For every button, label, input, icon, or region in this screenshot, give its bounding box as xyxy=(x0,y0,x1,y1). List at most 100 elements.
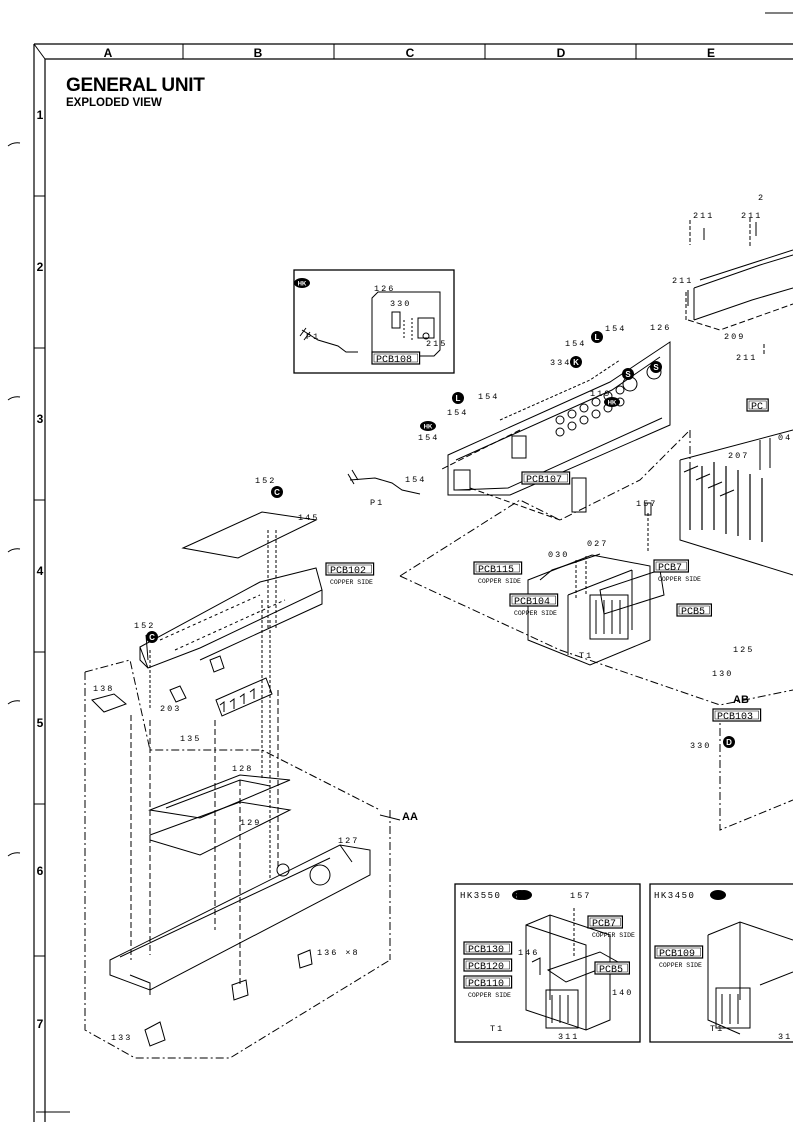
part-number-p119: 119 xyxy=(590,389,611,399)
pcb-label-pcb108: PCB108 xyxy=(371,351,421,366)
assembly-mark-ab: AB xyxy=(733,694,749,706)
pcb-label-pcb5a: PCB5 xyxy=(676,603,713,618)
part-number-p140: 140 xyxy=(612,988,633,998)
part-number-p215: 215 xyxy=(426,339,447,349)
marker-letter: K xyxy=(573,358,579,367)
hardware-marker-m_l1: L xyxy=(591,331,603,343)
part-number-pP1b: P1 xyxy=(370,498,384,508)
pcb-label-pcb107: PCB107 xyxy=(521,471,571,486)
hardware-marker-m_k: K xyxy=(570,356,582,368)
part-number-p311: 311 xyxy=(558,1032,579,1042)
pcb-label-text: PCB130 xyxy=(468,945,504,956)
left-assembly xyxy=(84,511,401,1059)
assembly-mark-layer: AA AB xyxy=(402,694,749,823)
inset-title-inset_hk3550: HK3550 xyxy=(460,890,532,901)
page-title: GENERAL UNIT xyxy=(66,75,205,96)
part-number-p211b: 211 xyxy=(741,211,762,221)
pcb-label-text: PCB104 xyxy=(514,597,550,608)
part-number-p135: 135 xyxy=(180,734,201,744)
marker-letter: C xyxy=(149,633,155,642)
part-number-p030: 030 xyxy=(548,550,569,560)
pcb-label-text: PCB5 xyxy=(681,607,705,618)
hardware-marker-m_s1: S xyxy=(622,368,634,380)
part-number-p152a: 152 xyxy=(255,476,276,486)
part-number-p154d: 154 xyxy=(447,408,468,418)
drawing-frame xyxy=(7,12,793,1122)
hardware-marker-m_l2: L xyxy=(452,392,464,404)
pcb-label-pcb5b: PCB5 xyxy=(594,961,631,976)
pcb-label-pcb103: PCB103 xyxy=(712,708,762,723)
margin-ticks xyxy=(7,142,21,857)
region-badge-text: HK xyxy=(424,425,433,431)
part-number-p330b: 330 xyxy=(690,741,711,751)
part-number-p154c: 154 xyxy=(478,392,499,402)
part-number-p209: 209 xyxy=(724,332,745,342)
pcb-label-text: PCB109 xyxy=(659,949,695,960)
pcb-label-text: PCB108 xyxy=(376,355,412,366)
rear-panel xyxy=(347,341,671,521)
region-badge-text: HK xyxy=(298,282,307,288)
region-badge-r_hk2: HK xyxy=(420,421,436,431)
pcb-label-text: PCB103 xyxy=(717,712,753,723)
marker-letter: D xyxy=(726,738,732,747)
copper-side-note: COPPER SIDE xyxy=(659,962,702,969)
row-label-6: 6 xyxy=(37,864,44,878)
part-number-p127: 127 xyxy=(338,836,359,846)
part-number-p157b: 157 xyxy=(570,891,591,901)
part-number-p154b: 154 xyxy=(565,339,586,349)
marker-letter: S xyxy=(653,363,659,372)
copper-side-note: COPPER SIDE xyxy=(592,932,635,939)
part-number-p138: 138 xyxy=(93,684,114,694)
column-dividers xyxy=(182,44,637,59)
part-number-p04: 04 xyxy=(778,433,792,443)
pcb-label-pcb1e: PC xyxy=(746,398,769,413)
part-number-p128: 128 xyxy=(232,764,253,774)
part-number-p31: 31 xyxy=(778,1032,792,1042)
inset-title-inset_hk3450: HK3450 xyxy=(654,890,726,901)
copper-side-note: COPPER SIDE xyxy=(514,610,557,617)
part-number-p136: 136 ×8 xyxy=(317,948,360,958)
marker-letter: C xyxy=(274,488,280,497)
pcb-label-text: PCB107 xyxy=(526,475,562,486)
part-number-p129: 129 xyxy=(240,818,261,828)
part-number-p027: 027 xyxy=(587,539,608,549)
inset-title-text: HK3550 xyxy=(460,891,501,901)
part-number-p130: 130 xyxy=(712,669,733,679)
part-number-pT1b: T1 xyxy=(490,1024,504,1034)
part-number-p334: 334 xyxy=(550,358,571,368)
part-number-p211a: 211 xyxy=(693,211,714,221)
heatsink-assembly xyxy=(679,218,793,576)
part-number-p145: 145 xyxy=(298,513,319,523)
column-label-b: B xyxy=(254,46,263,60)
region-badge-r_hk1: HK xyxy=(294,278,310,288)
copper-side-note: COPPER SIDE xyxy=(330,579,373,586)
part-number-p126a: 126 xyxy=(374,284,395,294)
pcb-label-text: PCB115 xyxy=(478,565,514,576)
part-number-pP1a: P1 xyxy=(306,332,320,342)
inset-region-badge xyxy=(516,890,532,900)
hardware-marker-m_d: D xyxy=(723,736,735,748)
hardware-marker-layer: C C K L L D S S xyxy=(146,331,735,748)
column-label-a: A xyxy=(104,46,113,60)
part-number-p154e: 154 xyxy=(418,433,439,443)
inset-title-layer: HK3550 HK3450 xyxy=(460,890,726,901)
inset-hk3450-box xyxy=(649,883,793,1043)
part-number-p133: 133 xyxy=(111,1033,132,1043)
pcb-label-pcb130: PCB130 xyxy=(463,941,513,956)
part-number-p125: 125 xyxy=(733,645,754,655)
row-labels: 1 2 3 4 5 6 7 xyxy=(37,108,44,1031)
assembly-mark-aa: AA xyxy=(402,811,418,823)
part-number-p330a: 330 xyxy=(390,299,411,309)
